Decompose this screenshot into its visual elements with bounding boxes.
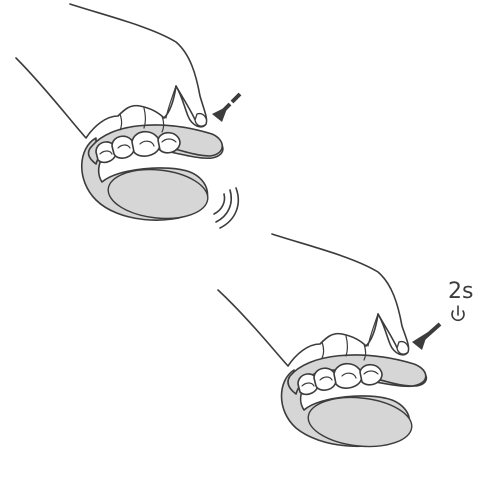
hold-duration-label: 2s bbox=[448, 281, 473, 303]
step-1-illustration bbox=[16, 4, 240, 228]
double-press-arrow-icon bbox=[212, 94, 240, 122]
step-2-illustration bbox=[218, 234, 464, 451]
power-icon bbox=[452, 306, 464, 320]
vibration-waves-icon bbox=[214, 188, 238, 228]
press-arrow-icon bbox=[412, 324, 440, 350]
